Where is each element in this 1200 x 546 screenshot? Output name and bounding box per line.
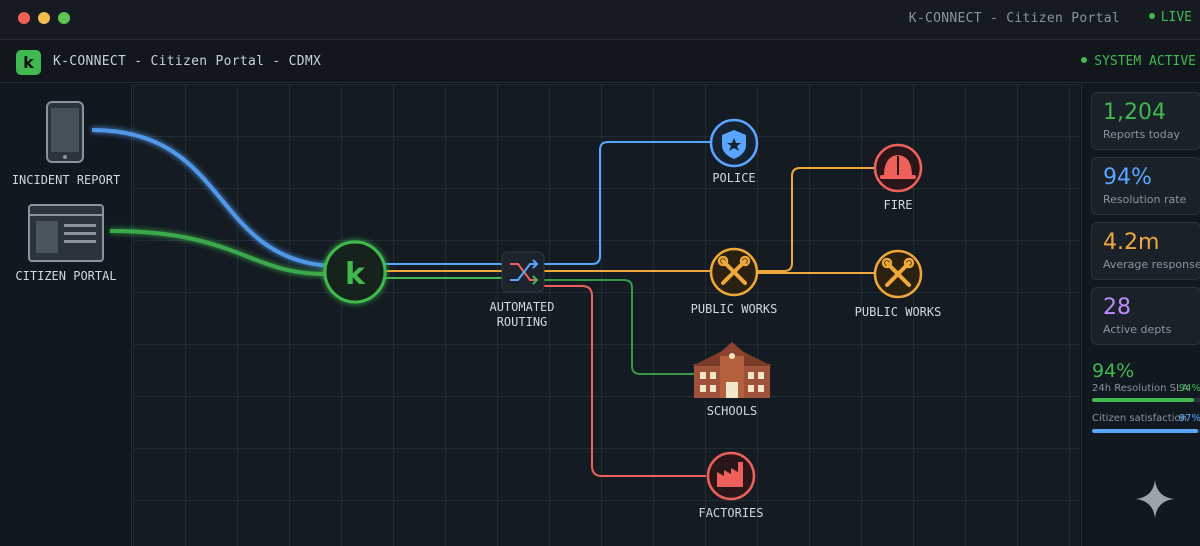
system-status-label: SYSTEM ACTIVE bbox=[1094, 54, 1196, 69]
close-window-button[interactable] bbox=[18, 12, 30, 24]
maximize-window-button[interactable] bbox=[58, 12, 70, 24]
route-schools bbox=[543, 279, 700, 375]
resolution-rate-label: Resolution rate bbox=[1103, 193, 1187, 206]
resolution-rate-value: 94% bbox=[1103, 165, 1152, 190]
average-response-label: Average response bbox=[1103, 258, 1200, 271]
tools-icon[interactable] bbox=[709, 247, 759, 297]
sla-progress-fill bbox=[1092, 398, 1195, 402]
live-label: LIVE bbox=[1160, 10, 1192, 25]
factories-label: FACTORIES bbox=[698, 506, 763, 520]
public-works-label-2: PUBLIC WORKS bbox=[855, 305, 942, 319]
public-works-label-1: PUBLIC WORKS bbox=[691, 302, 778, 316]
satisfaction-label: Citizen satisfaction bbox=[1092, 413, 1187, 424]
satisfaction-bar-label-row: Citizen satisfaction 97% bbox=[1092, 413, 1200, 424]
active-depts-label: Active depts bbox=[1103, 323, 1172, 336]
schools-label: SCHOOLS bbox=[707, 404, 758, 418]
window-titlebar: K-CONNECT - Citizen Portal LIVE bbox=[0, 0, 1200, 40]
sla-big-value: 94% bbox=[1092, 360, 1135, 382]
app-logo: k bbox=[16, 50, 41, 75]
resolution-rate-card[interactable]: 94% Resolution rate bbox=[1091, 157, 1200, 215]
status-dot-icon bbox=[1081, 57, 1088, 63]
average-response-card[interactable]: 4.2m Average response bbox=[1091, 222, 1200, 280]
routing-diagram: INCIDENT REPORT CITIZEN PORTAL k AUTOMAT… bbox=[12, 101, 942, 520]
routing-label-line2: ROUTING bbox=[497, 315, 548, 329]
sparkle-icon[interactable] bbox=[1134, 478, 1176, 520]
route-factories bbox=[543, 285, 706, 477]
shuffle-router-icon[interactable] bbox=[501, 251, 545, 293]
reports-today-card[interactable]: 1,204 Reports today bbox=[1091, 92, 1200, 150]
reports-today-label: Reports today bbox=[1103, 128, 1180, 141]
app-header: k K-CONNECT - Citizen Portal - CDMX SYST… bbox=[0, 41, 1200, 83]
route-fire bbox=[758, 167, 874, 272]
incident-flow-line bbox=[91, 128, 331, 268]
police-label: POLICE bbox=[712, 171, 755, 185]
active-depts-value: 28 bbox=[1103, 295, 1131, 320]
average-response-value: 4.2m bbox=[1103, 230, 1160, 255]
factory-icon[interactable] bbox=[706, 451, 756, 501]
tools-icon-2[interactable] bbox=[873, 249, 923, 299]
portal-flow-line bbox=[109, 229, 331, 277]
active-depts-card[interactable]: 28 Active depts bbox=[1091, 287, 1200, 345]
live-dot-icon bbox=[1148, 13, 1155, 19]
sla-bar-label-row: 24h Resolution SLA 94% bbox=[1092, 383, 1200, 394]
sla-percent: 94% bbox=[1178, 383, 1200, 394]
satisfaction-progress-bar bbox=[1092, 429, 1200, 433]
routing-canvas bbox=[133, 84, 1080, 546]
hub-letter: k bbox=[345, 257, 366, 292]
app-title: K-CONNECT - Citizen Portal - CDMX bbox=[53, 54, 322, 69]
fire-helmet-icon[interactable] bbox=[873, 143, 923, 193]
routing-label-line1: AUTOMATED bbox=[489, 300, 554, 314]
school-building-icon[interactable] bbox=[692, 342, 772, 398]
incident-report-label: INCIDENT REPORT bbox=[12, 173, 120, 187]
browser-window-icon bbox=[28, 204, 104, 262]
minimize-window-button[interactable] bbox=[38, 12, 50, 24]
live-indicator: LIVE bbox=[1148, 10, 1192, 25]
satisfaction-percent: 97% bbox=[1178, 413, 1200, 424]
satisfaction-progress-fill bbox=[1092, 429, 1198, 433]
police-badge-icon[interactable] bbox=[709, 118, 759, 168]
fire-label: FIRE bbox=[884, 198, 913, 212]
route-police bbox=[543, 141, 710, 265]
reports-today-value: 1,204 bbox=[1103, 100, 1166, 125]
phone-icon bbox=[46, 101, 84, 163]
citizen-portal-label: CITIZEN PORTAL bbox=[15, 269, 116, 283]
system-status: SYSTEM ACTIVE bbox=[1081, 54, 1196, 69]
sla-label: 24h Resolution SLA bbox=[1092, 383, 1189, 394]
sla-progress-bar bbox=[1092, 398, 1200, 402]
window-title: K-CONNECT - Citizen Portal bbox=[908, 11, 1120, 26]
k-connect-hub-icon[interactable]: k bbox=[323, 240, 387, 304]
stats-panel: 1,204 Reports today 94% Resolution rate … bbox=[1081, 84, 1200, 546]
